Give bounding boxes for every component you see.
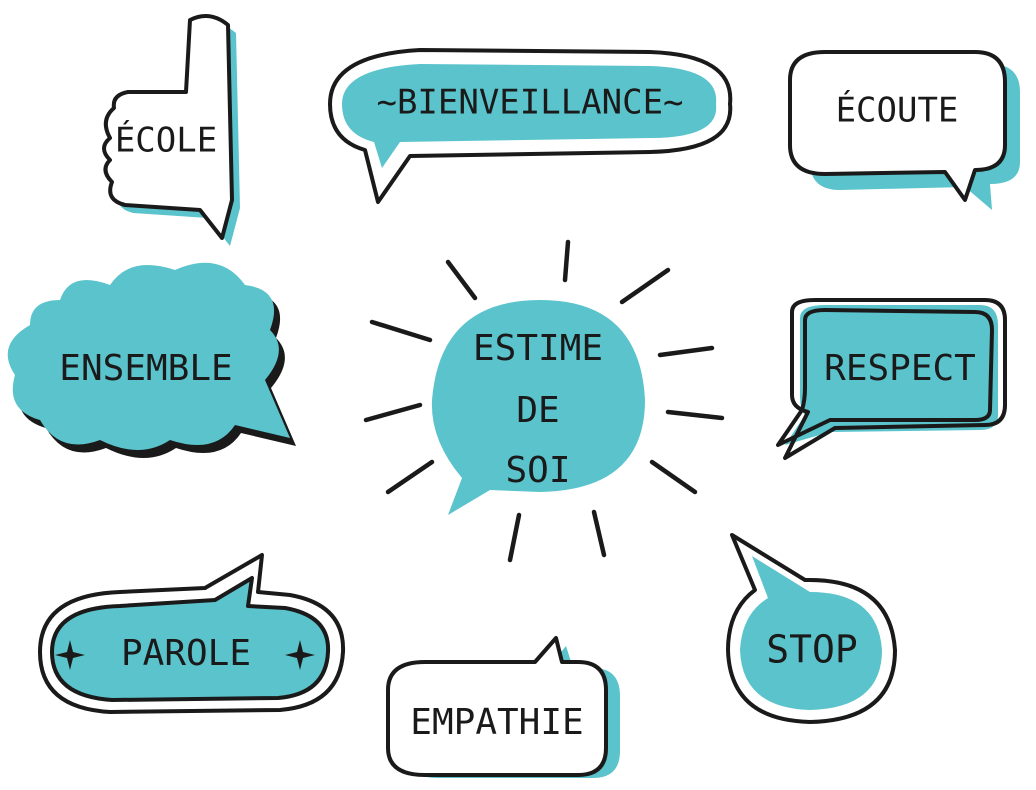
parole-label: PAROLE [121, 633, 251, 674]
empathie-bubble: EMPATHIE [386, 636, 620, 778]
ensemble-label: ENSEMBLE [59, 348, 232, 389]
estime-label-line3: SOI [505, 450, 570, 491]
stop-label: STOP [766, 628, 858, 672]
bienveillance-label: ~BIENVEILLANCE~ [376, 83, 683, 123]
parole-bubble: PAROLE [38, 553, 346, 714]
stop-bubble: STOP [726, 533, 897, 724]
sparkle-icon [285, 640, 315, 670]
ecole-bubble: ÉCOLE [102, 14, 240, 246]
respect-bubble: RESPECT [776, 298, 1007, 460]
estime-label-line1: ESTIME [473, 328, 603, 369]
empathie-label: EMPATHIE [410, 702, 583, 743]
ecoute-label: ÉCOUTE [836, 90, 959, 131]
estime-label-line2: DE [516, 390, 559, 431]
ecoute-bubble: ÉCOUTE [788, 50, 1020, 210]
respect-label: RESPECT [824, 348, 976, 389]
bienveillance-bubble: ~BIENVEILLANCE~ [328, 48, 733, 204]
sparkle-icon [55, 640, 85, 670]
ecole-label: ÉCOLE [115, 120, 217, 161]
estime-de-soi-bubble: ESTIME DE SOI [363, 239, 725, 563]
ensemble-bubble: ENSEMBLE [7, 262, 297, 458]
